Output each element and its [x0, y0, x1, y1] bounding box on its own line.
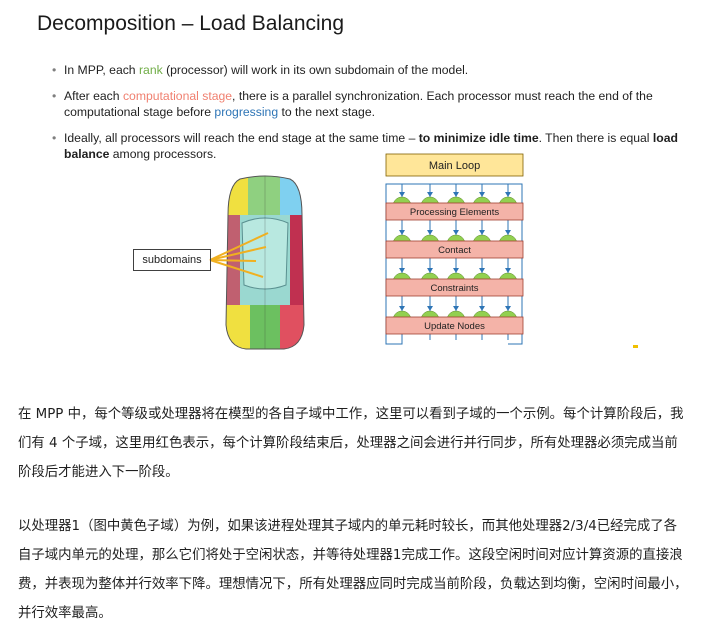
bullet-3-text-a: Ideally, all processors will reach the e… — [64, 131, 419, 145]
bullet-list: In MPP, each rank (processor) will work … — [50, 62, 680, 172]
stage-box-constraints — [385, 278, 524, 297]
main-loop-diagram: Main Loop Processing Elements Contact Co… — [385, 153, 524, 345]
bullet-3: Ideally, all processors will reach the e… — [50, 130, 680, 162]
bullet-2: After each computational stage, there is… — [50, 88, 680, 120]
stage-box-processing — [385, 202, 524, 221]
paragraph-2: 以处理器1（图中黄色子域）为例，如果该进程处理其子域内的单元耗时较长，而其他处理… — [18, 519, 688, 621]
stage-box-contact — [385, 240, 524, 259]
slide: Decomposition – Load Balancing In MPP, e… — [0, 0, 703, 372]
main-loop-box — [385, 153, 524, 177]
slide-title: Decomposition – Load Balancing — [37, 12, 345, 35]
bullet-1-text-a: In MPP, each — [64, 63, 139, 77]
flow-arrowheads — [399, 192, 511, 311]
slide-corner-mark — [633, 345, 638, 348]
rank-term: rank — [138, 63, 163, 77]
stage-label-contact: Contact — [438, 245, 471, 256]
paragraph-1: 在 MPP 中，每个等级或处理器将在模型的各自子域中工作，这里可以看到子域的一个… — [18, 407, 684, 480]
progressing-term: progressing — [214, 105, 279, 119]
bullet-2-text-a: After each — [64, 89, 123, 103]
load-balance-term: load balance — [64, 131, 678, 161]
bullet-2-text-c: to the next stage. — [278, 105, 375, 119]
bullet-1: In MPP, each rank (processor) will work … — [50, 62, 680, 78]
subdomains-label: subdomains — [133, 249, 211, 271]
bullet-3-text-c: among processors. — [109, 147, 217, 161]
stage-label-processing: Processing Elements — [410, 207, 499, 218]
minimize-idle-time-term: to minimize idle time — [418, 131, 539, 145]
subdomain-pointer-lines — [209, 232, 269, 278]
stage-label-constraints: Constraints — [430, 283, 478, 294]
bullet-3-text-b: . Then there is equal — [538, 131, 653, 145]
main-loop-label: Main Loop — [429, 160, 480, 172]
stage-box-update-nodes — [385, 316, 524, 335]
computational-stage-term: computational stage — [122, 89, 233, 103]
bullet-1-text-b: (processor) will work in its own subdoma… — [162, 63, 469, 77]
bullet-2-text-b: , there is a parallel synchronization. E… — [64, 89, 653, 119]
stage-label-update-nodes: Update Nodes — [424, 321, 485, 332]
